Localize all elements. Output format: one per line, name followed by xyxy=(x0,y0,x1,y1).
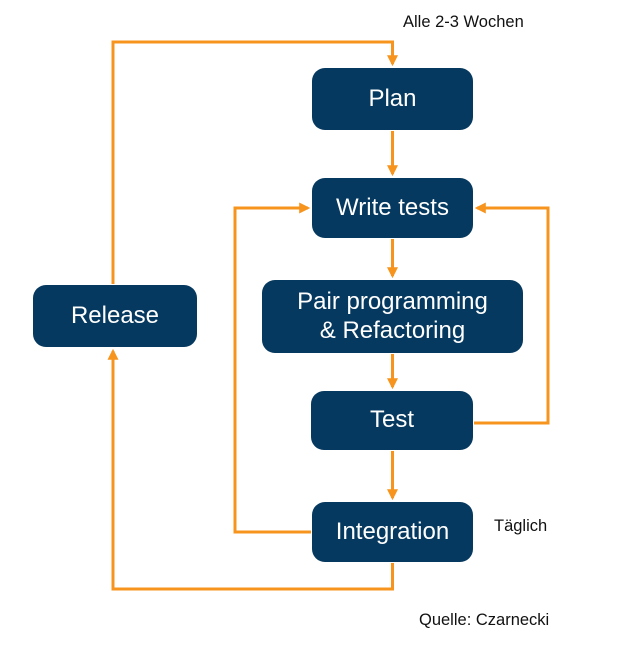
arrow-integration-to-write-tests xyxy=(233,202,311,534)
arrow-test-to-write-tests xyxy=(474,202,550,425)
cycle-frequency-label: Alle 2-3 Wochen xyxy=(403,13,524,31)
node-integration-label: Integration xyxy=(335,517,450,545)
node-write-tests-label: Write tests xyxy=(336,193,449,221)
node-release: Release xyxy=(33,285,197,347)
node-plan: Plan xyxy=(312,68,473,130)
arrow-integration-to-release xyxy=(107,348,394,591)
arrow-release-to-plan xyxy=(111,40,398,284)
source-label: Quelle: Czarnecki xyxy=(419,611,550,629)
node-write-tests: Write tests xyxy=(312,178,473,238)
node-pair-programming-label: Pair programming & Refactoring xyxy=(297,287,488,344)
daily-frequency-label: Täglich xyxy=(494,517,548,535)
node-integration: Integration xyxy=(312,502,473,562)
node-plan-label: Plan xyxy=(368,84,417,112)
node-test: Test xyxy=(311,391,473,450)
node-release-label: Release xyxy=(70,301,160,329)
node-pair-programming: Pair programming & Refactoring xyxy=(262,280,523,353)
node-test-label: Test xyxy=(369,406,414,434)
